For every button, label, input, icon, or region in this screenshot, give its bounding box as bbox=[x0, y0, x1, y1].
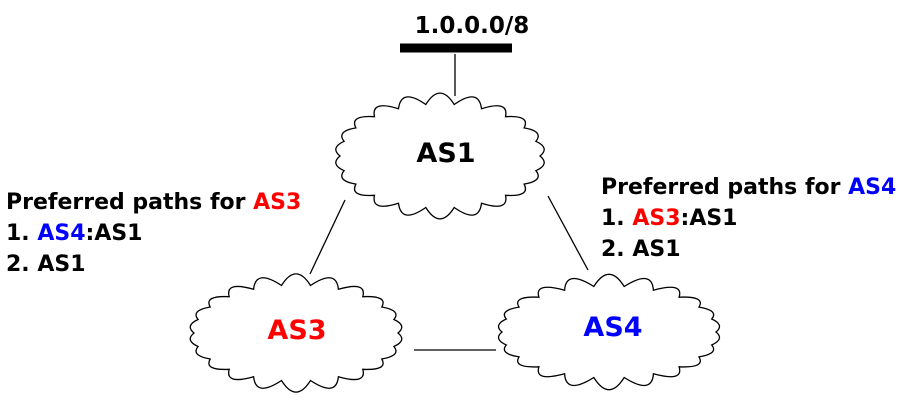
as3-path-1: 1. AS4:AS1 bbox=[6, 221, 143, 246]
as4-path-2: 2. AS1 bbox=[601, 237, 681, 262]
as4-paths-title: Preferred paths for AS4 bbox=[601, 175, 896, 200]
as1-label: AS1 bbox=[416, 138, 475, 169]
as4-preferred-paths: Preferred paths for AS4 1. AS3:AS1 2. AS… bbox=[601, 175, 896, 262]
as3-paths-title: Preferred paths for AS3 bbox=[6, 190, 301, 215]
as3-label: AS3 bbox=[267, 315, 326, 346]
as4-path-1: 1. AS3:AS1 bbox=[601, 206, 738, 231]
as1-as4-link bbox=[547, 195, 589, 271]
as3-cloud bbox=[189, 273, 403, 393]
as4-label: AS4 bbox=[583, 312, 642, 343]
as1-cloud bbox=[335, 92, 545, 220]
as3-path-2: 2. AS1 bbox=[6, 252, 86, 277]
as1-as3-link bbox=[309, 199, 346, 275]
as4-cloud bbox=[497, 273, 721, 391]
as3-preferred-paths: Preferred paths for AS3 1. AS4:AS1 2. AS… bbox=[6, 190, 301, 277]
prefix-label: 1.0.0.0/8 bbox=[415, 13, 530, 39]
